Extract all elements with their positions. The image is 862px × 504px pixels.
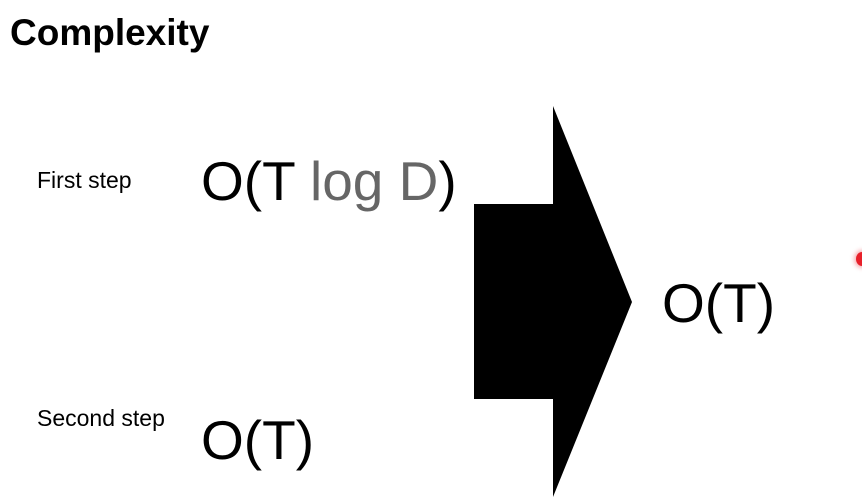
second-step-formula: O(T)	[201, 409, 315, 471]
first-step-formula: O(T log D)	[201, 150, 457, 212]
laser-pointer-icon	[856, 252, 862, 266]
first-step-label: First step	[37, 167, 132, 193]
first-step-formula-highlight: log D	[309, 150, 439, 212]
result-formula: O(T)	[662, 272, 776, 334]
slide-title: Complexity	[10, 12, 210, 53]
second-step-label: Second step	[37, 405, 165, 431]
first-step-formula-suffix: )	[438, 150, 457, 212]
arrow-shape	[474, 106, 632, 497]
first-step-formula-prefix: O(T	[201, 150, 310, 212]
